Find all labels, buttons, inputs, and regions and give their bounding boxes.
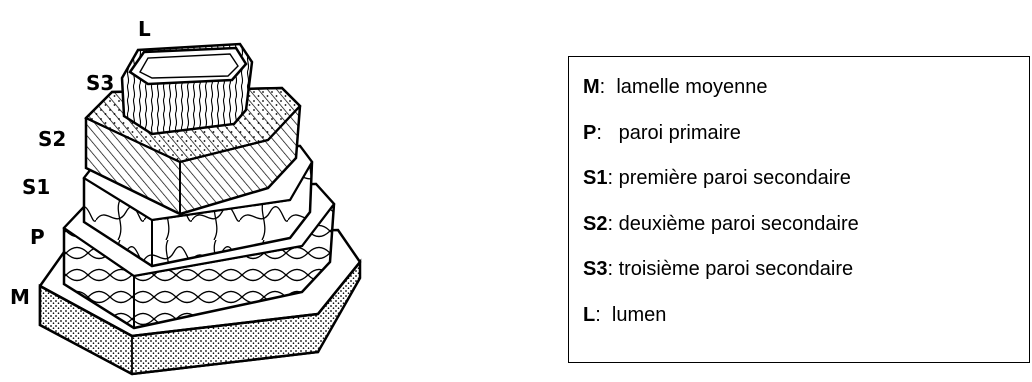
label-l: L [138, 17, 151, 41]
legend-key: L [583, 303, 596, 326]
label-m: M [10, 285, 30, 309]
legend-item-p: P: paroi primaire [583, 117, 1029, 163]
legend-key: P [583, 121, 597, 144]
legend-text: : deuxième paroi secondaire [607, 212, 859, 235]
label-s2: S2 [38, 127, 66, 151]
label-s1: S1 [22, 175, 50, 199]
legend-item-l: L: lumen [583, 299, 1029, 345]
legend-text: : lamelle moyenne [599, 76, 768, 98]
legend-key: S1 [583, 167, 608, 189]
legend-key: M [583, 76, 600, 98]
legend-text: : troisième paroi secondaire [607, 258, 854, 280]
legend-text: : paroi primaire [596, 121, 741, 144]
legend-item-m: M: lamelle moyenne [583, 71, 1029, 117]
legend-key: S3 [583, 258, 608, 280]
legend-key: S2 [583, 212, 608, 235]
legend-box: M: lamelle moyenne P: paroi primaire S1:… [568, 56, 1030, 363]
legend-text: : première paroi secondaire [607, 167, 851, 189]
legend-text: : lumen [595, 303, 667, 326]
legend-item-s1: S1: première paroi secondaire [583, 162, 1029, 208]
legend-item-s2: S2: deuxième paroi secondaire [583, 208, 1029, 254]
label-s3: S3 [86, 71, 114, 95]
legend-item-s3: S3: troisième paroi secondaire [583, 253, 1029, 299]
layer-s3-block [120, 42, 254, 136]
cell-wall-layers-diagram: L S3 S2 S1 P M [10, 17, 362, 376]
label-p: P [30, 225, 45, 249]
